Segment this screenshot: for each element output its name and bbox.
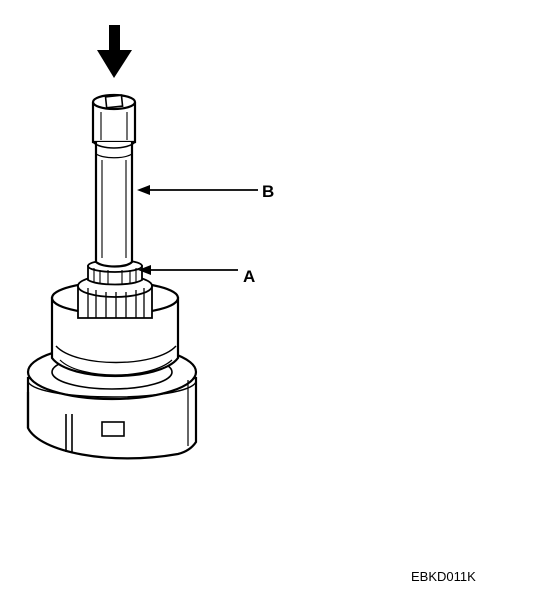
leader-a: [138, 265, 238, 275]
socket-shaft: [91, 93, 137, 268]
stop-ring-collar: [87, 259, 143, 286]
callout-label-a: A: [243, 267, 255, 286]
callout-label-b: B: [262, 182, 274, 201]
figure-code: EBKD011K: [411, 569, 476, 584]
down-arrow-icon: [97, 25, 132, 78]
leader-b: [137, 185, 258, 195]
